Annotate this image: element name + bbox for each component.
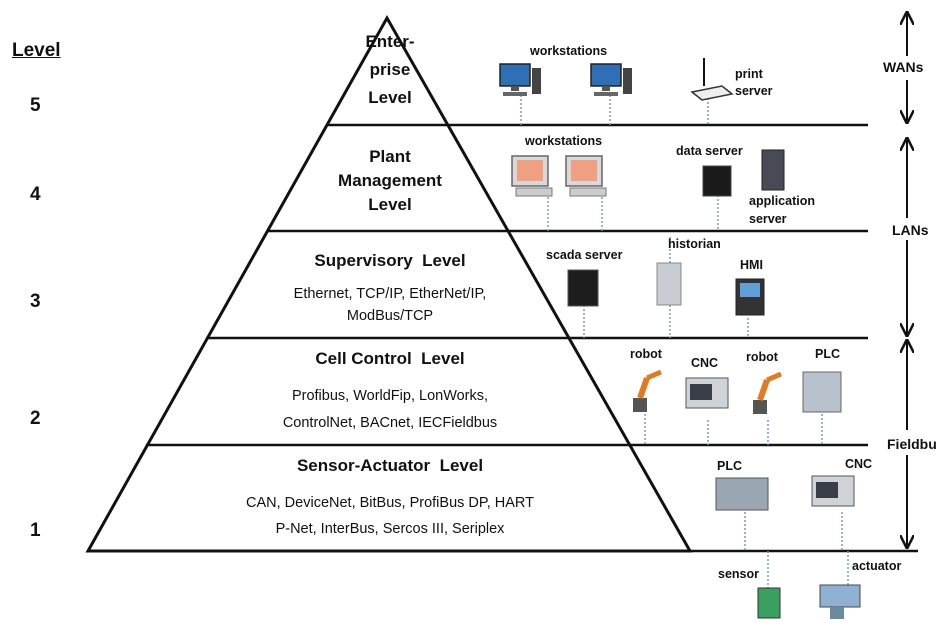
network-label-lans: LANs [892, 222, 929, 238]
device-label-cnc-l2: CNC [691, 356, 719, 370]
workstation-icon-l4-a-screen [517, 160, 543, 181]
workstation-icon-l4-b-keyboard [569, 187, 607, 197]
device-label-workstations-l4: workstations [525, 134, 603, 148]
plc-icon-l1 [715, 477, 769, 511]
robot-icon-2-arm-lower [757, 379, 770, 401]
supervisory-level-protocols: Ethernet, TCP/IP, EtherNet/IP, ModBus/TC… [293, 286, 487, 324]
device-label-application-server: application server [749, 194, 815, 226]
hmi-screen-icon [740, 283, 760, 297]
enterprise-level-title: Enter- prise Level [365, 32, 415, 107]
actuator-icon [819, 584, 861, 608]
sensor-actuator-level-title: Sensor-Actuator Level [296, 456, 484, 475]
level-number-2: 2 [30, 408, 41, 429]
level-header: Level [12, 40, 61, 61]
device-label-data-server: data server [676, 144, 743, 158]
workstation-icon-l5-a-screen [499, 63, 531, 87]
device-label-sensor: sensor [718, 567, 759, 581]
pyramid-outline [85, 14, 693, 553]
supervisory-level-title: Supervisory Level [314, 251, 466, 270]
cnc-icon-l2-window [690, 384, 712, 400]
device-label-robot-2: robot [746, 350, 778, 364]
robot-icon-1-base [633, 398, 647, 412]
workstation-icon-l5-a-tower [532, 68, 541, 94]
cell-control-level-protocols: Profibus, WorldFip, LonWorks, ControlNet… [282, 388, 498, 431]
robot-icon-2-arm-upper [766, 371, 782, 383]
robot-icon-2-base [753, 400, 767, 414]
workstation-icon-l5-a-keyboard [503, 92, 527, 96]
device-label-hmi: HMI [740, 258, 763, 272]
robot-icon-1-arm-upper [646, 369, 662, 381]
device-label-historian: historian [668, 237, 721, 251]
historian-icon [656, 262, 682, 306]
cell-control-level-title: Cell Control Level [315, 349, 465, 368]
sensor-actuator-level-protocols: CAN, DeviceNet, BitBus, ProfiBus DP, HAR… [246, 495, 534, 537]
level-number-5: 5 [30, 95, 41, 116]
workstation-icon-l5-a-stand [511, 86, 519, 91]
level-number-1: 1 [30, 520, 41, 541]
device-label-plc-l1: PLC [717, 459, 742, 473]
workstation-icon-l4-b-screen [571, 160, 597, 181]
workstation-icon-l5-b-screen [590, 63, 622, 87]
network-label-fieldbus: Fieldbu [887, 436, 937, 452]
cnc-icon-l1-window [816, 482, 838, 498]
device-label-print-server: print server [735, 67, 773, 98]
data-server-icon [702, 165, 732, 197]
device-label-scada-server: scada server [546, 248, 623, 262]
level-number-3: 3 [30, 291, 41, 312]
device-label-robot-1: robot [630, 347, 662, 361]
level-number-4: 4 [30, 184, 41, 205]
device-label-plc-l2: PLC [815, 347, 840, 361]
device-label-actuator: actuator [852, 559, 902, 573]
robot-icon-1-arm-lower [637, 377, 650, 399]
device-label-cnc-l1: CNC [845, 457, 873, 471]
workstation-icon-l5-b-keyboard [594, 92, 618, 96]
sensor-icon [757, 587, 781, 619]
network-label-wans: WANs [883, 59, 924, 75]
device-label-workstations-l5: workstations [530, 44, 608, 58]
print-server-icon [690, 85, 734, 101]
plc-icon-l2 [802, 371, 842, 413]
plant-management-level-title: Plant Management Level [338, 147, 442, 214]
workstation-icon-l4-a-keyboard [515, 187, 553, 197]
application-server-icon [761, 149, 785, 191]
workstation-icon-l5-b-stand [602, 86, 610, 91]
workstation-icon-l5-b-tower [623, 68, 632, 94]
scada-server-icon [567, 269, 599, 307]
actuator-valve-icon [830, 607, 844, 619]
